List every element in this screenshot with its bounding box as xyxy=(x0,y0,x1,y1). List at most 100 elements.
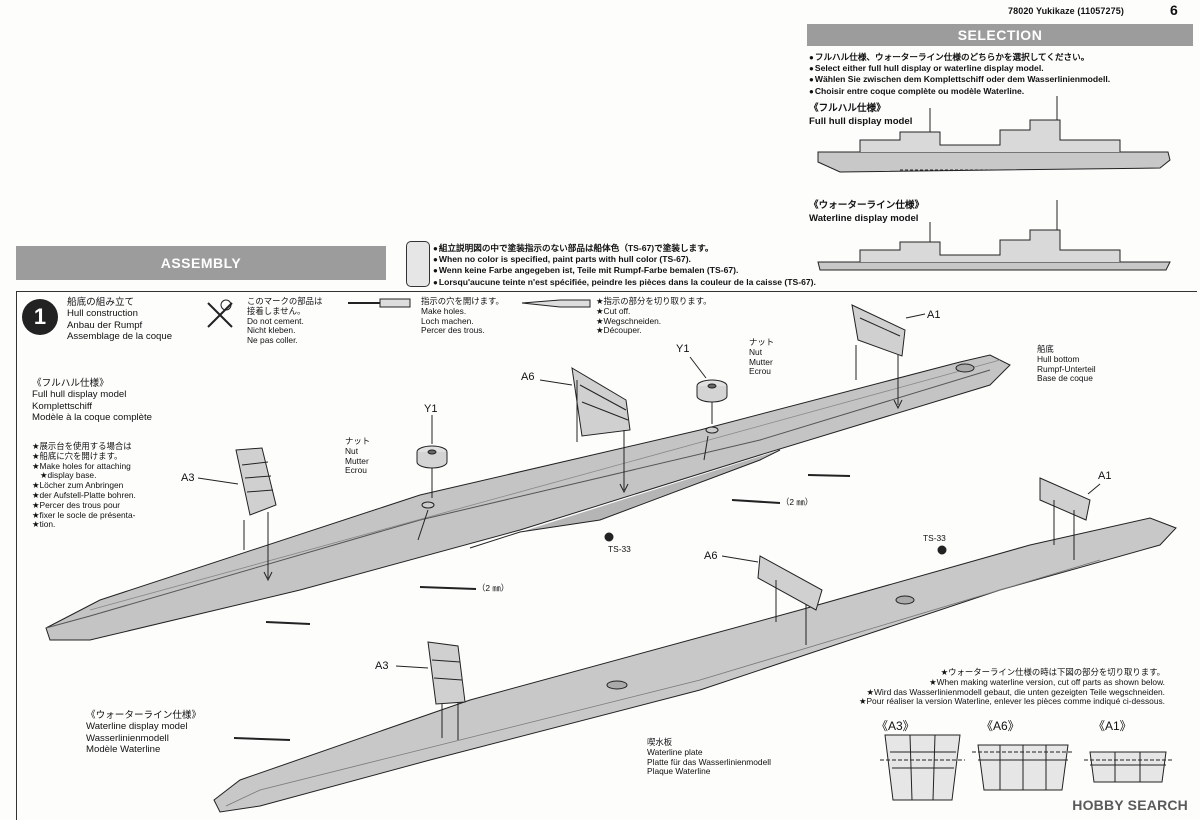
label-line: Plaque Waterline xyxy=(647,766,711,777)
cut-off-note: 指示の部分を切り取ります。 Cut off. Wegschneiden. Déc… xyxy=(596,296,712,336)
label-line: 《フルハル仕様》 xyxy=(32,378,109,389)
step-title-de: Anbau der Rumpf xyxy=(67,319,143,331)
waterline-ship-icon xyxy=(817,200,1171,271)
step-title-en: Hull construction xyxy=(67,308,138,320)
note-line: Percer des trous. xyxy=(421,325,485,336)
nut-jp: ナット xyxy=(749,337,775,347)
note-line: Wird das Wasserlinienmodell gebaut, die … xyxy=(817,687,1165,698)
display-stand-note: 展示台を使用する場合は 船底に穴を開けます。 Make holes for at… xyxy=(32,441,182,530)
part-label-y1: Y1 xyxy=(424,403,438,415)
make-holes-note: 指示の穴を開けます。 Make holes. Loch machen. Perc… xyxy=(421,296,504,336)
part-label-a6: A6 xyxy=(704,550,718,562)
bulkhead-a6-part xyxy=(757,555,823,645)
note-line: 指示の部分を切り取ります。 xyxy=(596,296,712,307)
note-line: 船底に穴を開けます。 xyxy=(32,451,182,462)
y1-base-part xyxy=(696,379,728,461)
part-label-y1: Y1 xyxy=(676,343,690,355)
step-title-jp: 船底の組み立て xyxy=(67,297,135,308)
label-line: 《ウォーターライン仕様》 xyxy=(86,710,202,721)
label-line: Komplettschiff xyxy=(32,400,93,412)
note-line: ウォーターライン仕様の時は下図の部分を切り取ります。 xyxy=(817,667,1165,678)
full-hull-section-label: 《フルハル仕様》 Full hull display model Komplet… xyxy=(32,378,152,424)
knife-icon xyxy=(521,299,591,308)
page-number: 6 xyxy=(1170,2,1178,18)
waterline-section-label: 《ウォーターライン仕様》 Waterline display model Was… xyxy=(86,710,201,756)
drill-pin-icon xyxy=(265,474,851,625)
paint-ts33-marker xyxy=(604,532,614,542)
y1-base-part xyxy=(416,445,448,541)
watermark: HOBBY SEARCH xyxy=(1072,797,1188,813)
bulkhead-a6-part xyxy=(571,367,631,494)
note-line: Ne pas coller. xyxy=(247,335,298,346)
note-line: Nicht kleben. xyxy=(247,325,296,336)
step-frame xyxy=(16,291,1197,820)
waterline-plate-part xyxy=(213,517,1177,813)
note-line: When making waterline version, cut off p… xyxy=(817,677,1165,688)
full-hull-en: Full hull display model xyxy=(809,116,913,127)
paint-note-line: When no color is specified, paint parts … xyxy=(433,254,816,265)
selection-instructions: フルハル仕様、ウォーターライン仕様のどちらかを選択してください。 Select … xyxy=(809,52,1110,97)
note-line: Loch machen. xyxy=(421,315,474,326)
nut-de: Mutter xyxy=(749,356,773,367)
note-line: このマークの部品は xyxy=(247,296,323,306)
label-line: 船底 xyxy=(1037,344,1054,354)
selection-line: フルハル仕様、ウォーターライン仕様のどちらかを選択してください。 xyxy=(809,52,1110,63)
nut-jp: ナット xyxy=(345,436,371,446)
bulkhead-a1-part xyxy=(851,304,906,410)
label-line: Base de coque xyxy=(1037,373,1093,384)
full-hull-jp: 《フルハル仕様》 xyxy=(809,103,886,114)
cut-part-a6-icon xyxy=(972,744,1074,791)
cut-part-a3-label: 《A3》 xyxy=(876,719,915,733)
bulkhead-a1-part xyxy=(1039,477,1091,560)
cut-part-a3-icon xyxy=(880,734,965,801)
label-line: Modèle à la coque complète xyxy=(32,412,152,424)
bulkhead-a3-part xyxy=(235,447,277,582)
note-line: 展示台を使用する場合は xyxy=(32,441,182,452)
part-label-a3: A3 xyxy=(181,472,195,484)
note-line: Do not cement. xyxy=(247,315,304,326)
full-hull-ship-icon xyxy=(817,96,1171,173)
label-line: Waterline display model xyxy=(86,721,188,733)
label-line: Hull bottom xyxy=(1037,353,1080,364)
selection-line: Choisir entre coque complète ou modèle W… xyxy=(809,86,1110,97)
note-line: Découper. xyxy=(596,326,712,336)
note-line: Pour réaliser la version Waterline, enle… xyxy=(817,697,1165,707)
cut-part-a1-icon xyxy=(1084,751,1172,783)
selection-line: Wählen Sie zwischen dem Komplettschiff o… xyxy=(809,74,1110,85)
paint-ts33-marker xyxy=(937,545,947,555)
drill-size: （2 ㎜） xyxy=(477,583,510,593)
note-line: display base. xyxy=(32,470,182,481)
paint-ts33: TS-33 xyxy=(608,544,631,554)
no-cement-note: このマークの部品は 接着しません。 Do not cement. Nicht k… xyxy=(247,296,323,346)
nut-de: Mutter xyxy=(345,455,369,466)
note-line: der Aufstell-Platte bohren. xyxy=(32,490,182,501)
note-line: Löcher zum Anbringen xyxy=(32,480,182,491)
hull-bottom-part xyxy=(45,354,1011,641)
part-label-a3: A3 xyxy=(375,660,389,672)
note-line: Wegschneiden. xyxy=(596,316,712,327)
cut-part-a1-label: 《A1》 xyxy=(1093,719,1132,733)
drill-icon xyxy=(348,298,411,308)
note-line: 指示の穴を開けます。 xyxy=(421,296,504,306)
label-line: Rumpf-Unterteil xyxy=(1037,363,1096,374)
waterline-en: Waterline display model xyxy=(809,213,919,224)
label-line: Full hull display model xyxy=(32,389,127,401)
cut-part-a6-label: 《A6》 xyxy=(981,719,1020,733)
cut-instructions: ウォーターライン仕様の時は下図の部分を切り取ります。 When making w… xyxy=(817,667,1165,707)
note-line: Percer des trous pour xyxy=(32,500,182,511)
label-line: Waterline plate xyxy=(647,746,703,757)
step-title-fr: Assemblage de la coque xyxy=(67,331,173,343)
no-cement-icon xyxy=(207,299,233,328)
waterline-plate-label: 喫水板 Waterline plate Platte für das Wasse… xyxy=(647,737,771,777)
label-line: Wasserlinienmodell xyxy=(86,732,169,744)
drill-pin-icon xyxy=(233,737,291,741)
note-line: Cut off. xyxy=(596,306,712,317)
note-line: Make holes. xyxy=(421,305,467,316)
part-label-a1: A1 xyxy=(927,309,941,321)
assembly-banner: ASSEMBLY xyxy=(16,246,386,280)
waterline-jp: 《ウォーターライン仕様》 xyxy=(809,200,925,211)
bulkhead-a3-part xyxy=(427,641,466,740)
step-number: 1 xyxy=(22,299,58,335)
paint-bottle-icon xyxy=(406,241,430,287)
